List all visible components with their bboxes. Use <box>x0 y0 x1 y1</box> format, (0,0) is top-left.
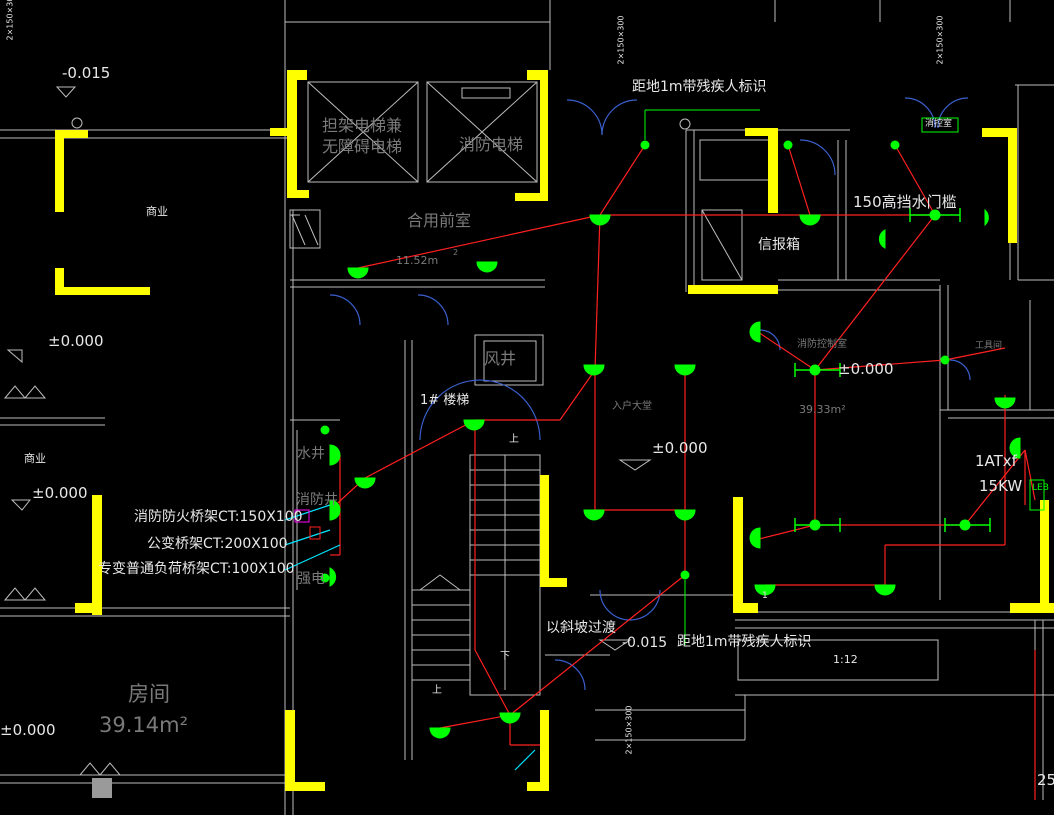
tray-box-red <box>309 526 321 540</box>
corner-number: 25 <box>1037 771 1054 789</box>
shop-label-2: 商业 <box>24 452 46 465</box>
fire-room-tag-label: 消控室 <box>925 119 953 129</box>
elevation-zero-hall: ±0.000 <box>652 439 708 457</box>
elevation-bottom-label: -0.015 <box>622 635 668 651</box>
stair-up-label-2: 上 <box>432 685 442 696</box>
cable-trays <box>284 504 536 771</box>
shaft-fire-label: 消防井 <box>296 492 338 508</box>
ramp-note-label: 以斜坡过渡 <box>546 620 616 636</box>
fire-control-room-area: 39.33m² <box>799 403 846 416</box>
room-label: 房间 <box>128 682 170 706</box>
stair-down-label: 下 <box>500 651 510 662</box>
dimension-vertical-3: 2×150×300 <box>935 15 945 65</box>
dimension-vertical-4: 2×150×300 <box>624 705 634 755</box>
mailbox-label: 信报箱 <box>758 237 800 253</box>
elevator-1-label-line1: 担架电梯兼 <box>322 116 403 135</box>
tray-label-public: 公变桥架CT:200X100 <box>147 536 288 552</box>
emergency-light-bars <box>794 208 991 532</box>
leb-label: LEB <box>1032 483 1049 493</box>
room-area-label: 39.14m² <box>99 713 188 737</box>
elevator-2-label: 消防电梯 <box>459 135 524 154</box>
elevation-zero-room: ±0.000 <box>0 721 56 739</box>
stair-label: 1# 楼梯 <box>420 393 470 408</box>
fire-control-room-label: 消防控制室 <box>797 339 847 350</box>
elevation-zero-2: ±0.000 <box>32 484 88 502</box>
dimension-vertical-2: 2×150×300 <box>616 15 626 65</box>
tray-label-dedicated: 专变普通负荷桥架CT:100X100 <box>98 561 295 577</box>
shared-lobby-label: 合用前室 <box>407 211 472 230</box>
fire-room-tag-box <box>921 117 959 133</box>
ats-label-2: 15KW <box>979 477 1023 495</box>
door-arcs <box>329 97 971 691</box>
dimension-vertical-1: 2×150×300 <box>5 0 15 41</box>
stair-up-label: 上 <box>509 434 519 445</box>
dimension-11-52: 11.52m <box>396 254 439 267</box>
dimension-superscript: 2 <box>453 248 459 257</box>
ats-label-1: 1ATxf <box>975 452 1017 470</box>
ramp-ratio-label: 1:12 <box>833 653 858 666</box>
shop-label-1: 商业 <box>146 205 168 218</box>
air-shaft-label: 风井 <box>484 349 517 368</box>
tray-label-fire: 消防防火桥架CT:150X100 <box>134 509 303 525</box>
elevation-zero-fcr: ±0.000 <box>838 360 894 378</box>
leb-box <box>1029 479 1045 511</box>
column-block <box>92 778 112 798</box>
walls <box>55 70 1054 791</box>
water-barrier-label: 150高挡水门槛 <box>853 193 957 211</box>
elevator-1-label-line2: 无障碍电梯 <box>322 137 403 156</box>
shaft-water-label: 水井 <box>297 446 325 462</box>
entrance-hall-label: 入户大堂 <box>612 401 652 412</box>
small-marker: 1 <box>762 591 768 601</box>
wiring <box>329 144 1036 800</box>
tray-box-magenta <box>294 509 310 523</box>
elevation-label-top-left: -0.015 <box>62 64 111 82</box>
misc-details <box>3 86 691 776</box>
elevation-zero-1: ±0.000 <box>48 332 104 350</box>
tool-room-label: 工具间 <box>975 341 1003 351</box>
light-fixtures <box>320 140 1021 739</box>
accessible-sign-top: 距地1m带残疾人标识 <box>632 79 767 95</box>
accessible-sign-bottom: 距地1m带残疾人标识 <box>677 634 812 650</box>
shaft-power-label: 强电 <box>297 571 325 587</box>
